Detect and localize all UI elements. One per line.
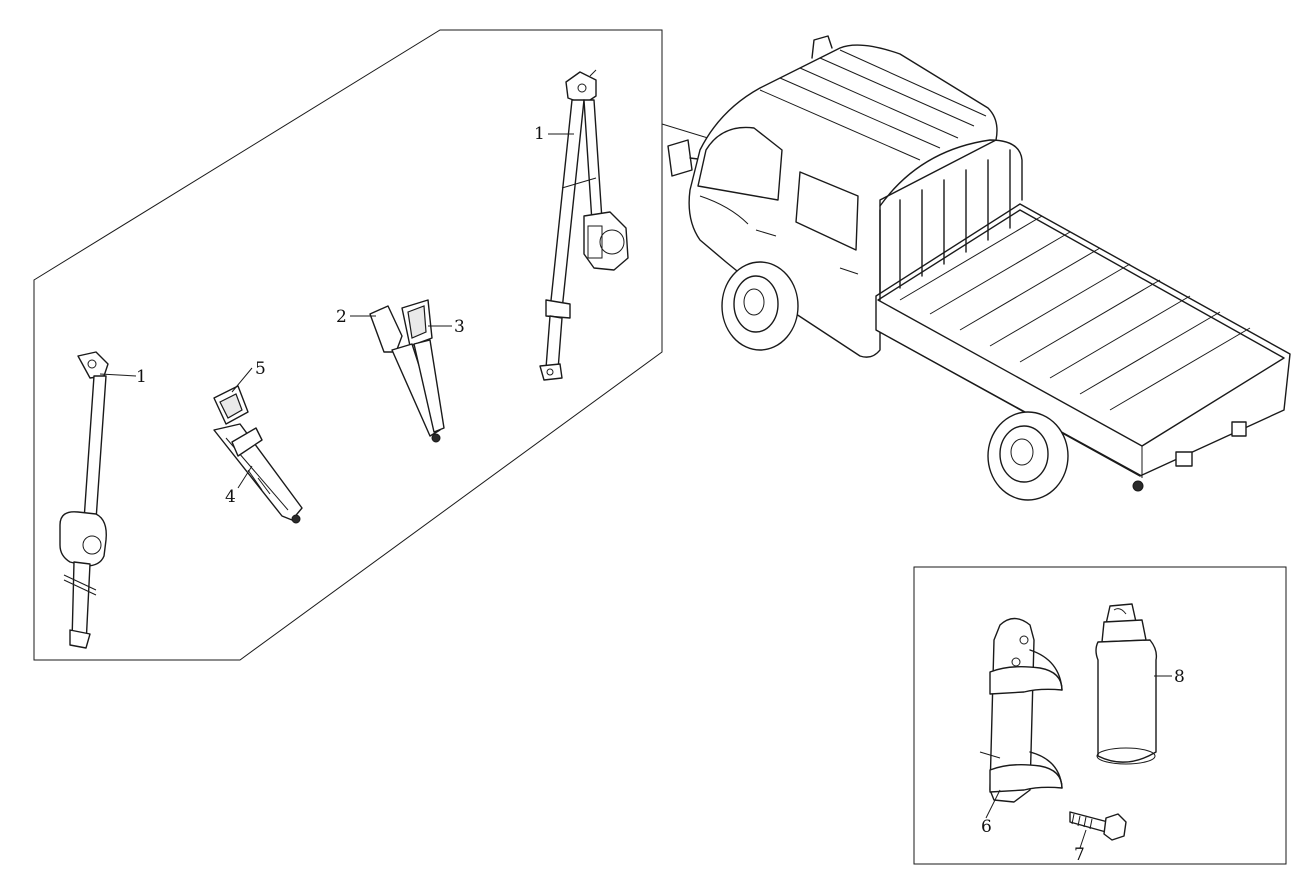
seat-belt-group-frame — [33, 29, 663, 661]
callout-2: 2 — [336, 307, 347, 327]
extinguisher-bracket — [979, 617, 1063, 803]
pickup-truck-illustration — [667, 35, 1291, 501]
leader-c7 — [1079, 829, 1087, 849]
callout-1-right: 1 — [534, 124, 545, 144]
fire-extinguisher — [1095, 603, 1158, 765]
seat-belt-left-assembly — [59, 351, 109, 649]
callout-4: 4 — [225, 487, 236, 507]
leader-c5 — [231, 367, 253, 393]
callout-1-left: 1 — [136, 367, 147, 387]
callout-7: 7 — [1074, 845, 1085, 865]
leader-c4 — [237, 465, 253, 489]
callout-5: 5 — [255, 359, 266, 379]
mounting-bolt — [1069, 811, 1127, 841]
buckle-pair-assembly — [369, 299, 445, 443]
callout-6: 6 — [981, 817, 992, 837]
buckle-stalk-assembly — [213, 385, 303, 524]
callout-3: 3 — [454, 317, 465, 337]
leader-c6 — [985, 789, 1001, 819]
extinguisher-group-frame — [913, 566, 1287, 865]
callout-8: 8 — [1174, 667, 1185, 687]
leader-c1-left — [99, 373, 137, 377]
seat-belt-right-assembly — [539, 69, 629, 381]
